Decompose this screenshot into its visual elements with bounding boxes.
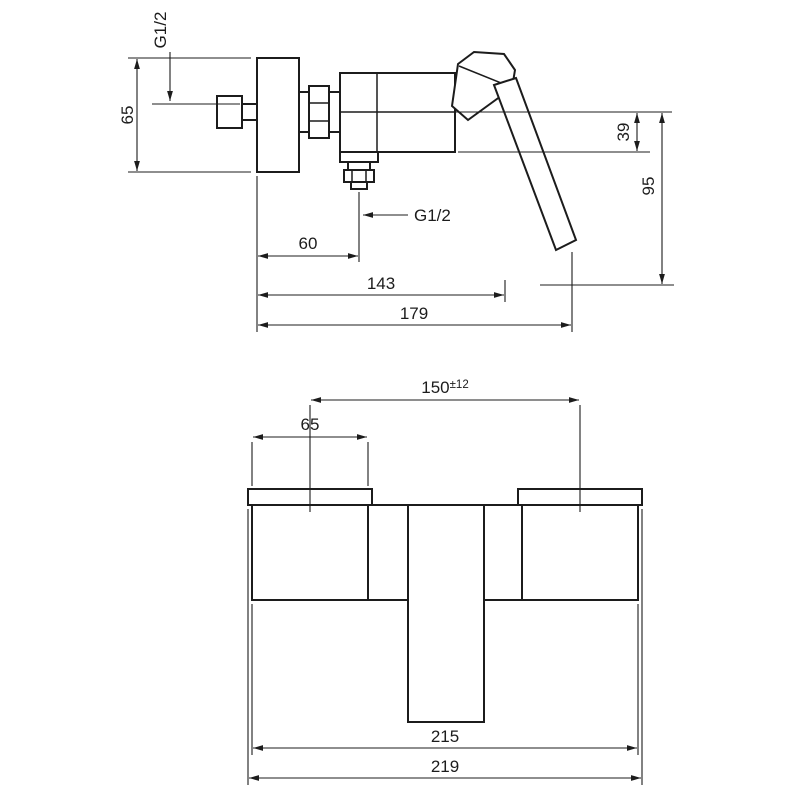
dim-label-39: 39 [614,123,633,142]
dim-label-65-width: 65 [301,415,320,434]
outlet-tip [350,181,368,190]
outlet-neck [347,161,371,171]
wall-escutcheon-side [256,57,300,173]
inlet-neck [241,103,258,121]
connector-ring-right [328,91,341,133]
escutcheon-right [521,504,639,601]
dim-label-outlet-thread: G1/2 [414,206,451,225]
handle-front [407,504,485,723]
inlet-fitting [216,95,243,129]
dim-label-179: 179 [400,304,428,323]
outlet-hex-nut [343,169,375,183]
escutcheon-left [251,504,369,601]
front-view-drawing: 150±12 65 215 219 [247,378,643,785]
outlet-base [339,151,379,163]
dim-label-inlet-thread: G1/2 [151,12,170,49]
dim-label-150-tolerance: ±12 [450,379,469,391]
dim-label-219: 219 [431,757,459,776]
dim-label-215: 215 [431,727,459,746]
dim-label-150: 150±12 [421,378,468,397]
side-view-drawing: G1/2 65 39 95 G1/2 60 143 179 [118,12,674,332]
connector-ring-left [298,91,310,133]
dim-label-65-height: 65 [118,106,137,125]
front-view-faucet-body [247,488,643,723]
dim-label-143: 143 [367,274,395,293]
front-view-labels: 150±12 65 215 219 [301,378,469,776]
dim-label-60: 60 [299,234,318,253]
dim-label-95: 95 [639,177,658,196]
front-view-dimensions [247,397,643,785]
side-view-dimensions [128,52,674,332]
handle-lever [492,76,578,252]
side-view-labels: G1/2 65 39 95 G1/2 60 143 179 [118,12,658,323]
connector-nut [308,85,330,139]
side-view-faucet-body [216,50,578,252]
